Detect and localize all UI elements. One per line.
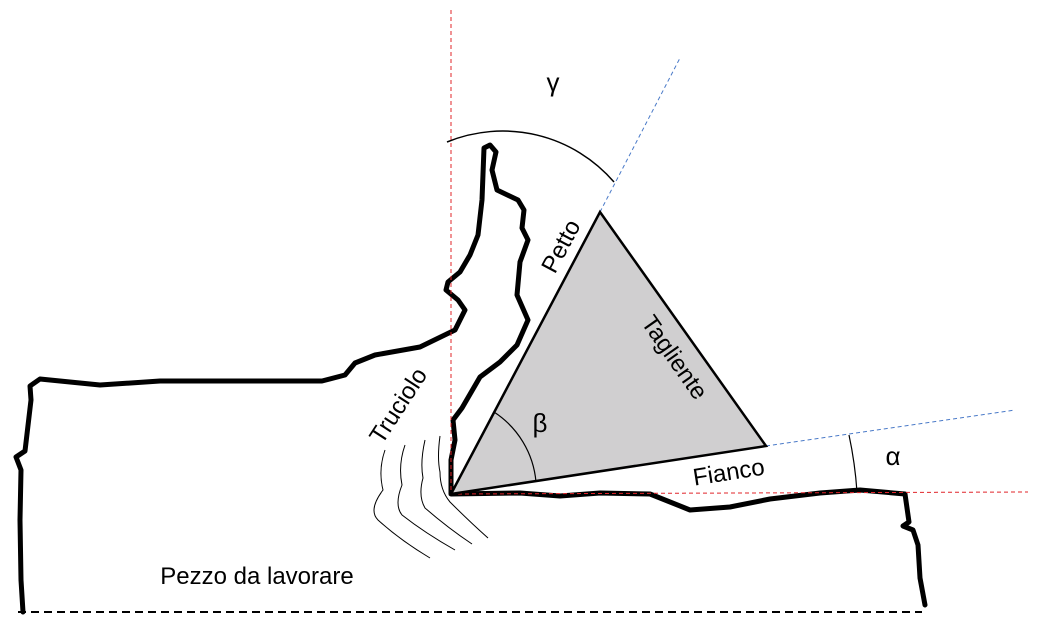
- chip-curl-line-1: [373, 449, 431, 559]
- beta-label: β: [533, 408, 548, 438]
- chip-curl-line-3: [420, 439, 473, 545]
- horizontal-reference-line: [450, 491, 1029, 495]
- chip-curl-line-2: [397, 444, 456, 551]
- chip-label: Truciolo: [364, 363, 433, 449]
- workpiece-outline: [13, 142, 928, 615]
- alpha-angle-arc: [848, 434, 858, 493]
- rake-extension-line: [599, 57, 681, 213]
- gamma-label: γ: [547, 67, 560, 97]
- alpha-label: α: [885, 441, 900, 471]
- flank-label: Fianco: [691, 454, 766, 492]
- chip-curl-line-4: [438, 435, 489, 539]
- cutting-tool-shape: [448, 209, 769, 496]
- beta-angle-arc: [493, 411, 537, 483]
- gamma-angle-arc: [446, 130, 615, 183]
- workpiece-label: Pezzo da lavorare: [160, 563, 353, 590]
